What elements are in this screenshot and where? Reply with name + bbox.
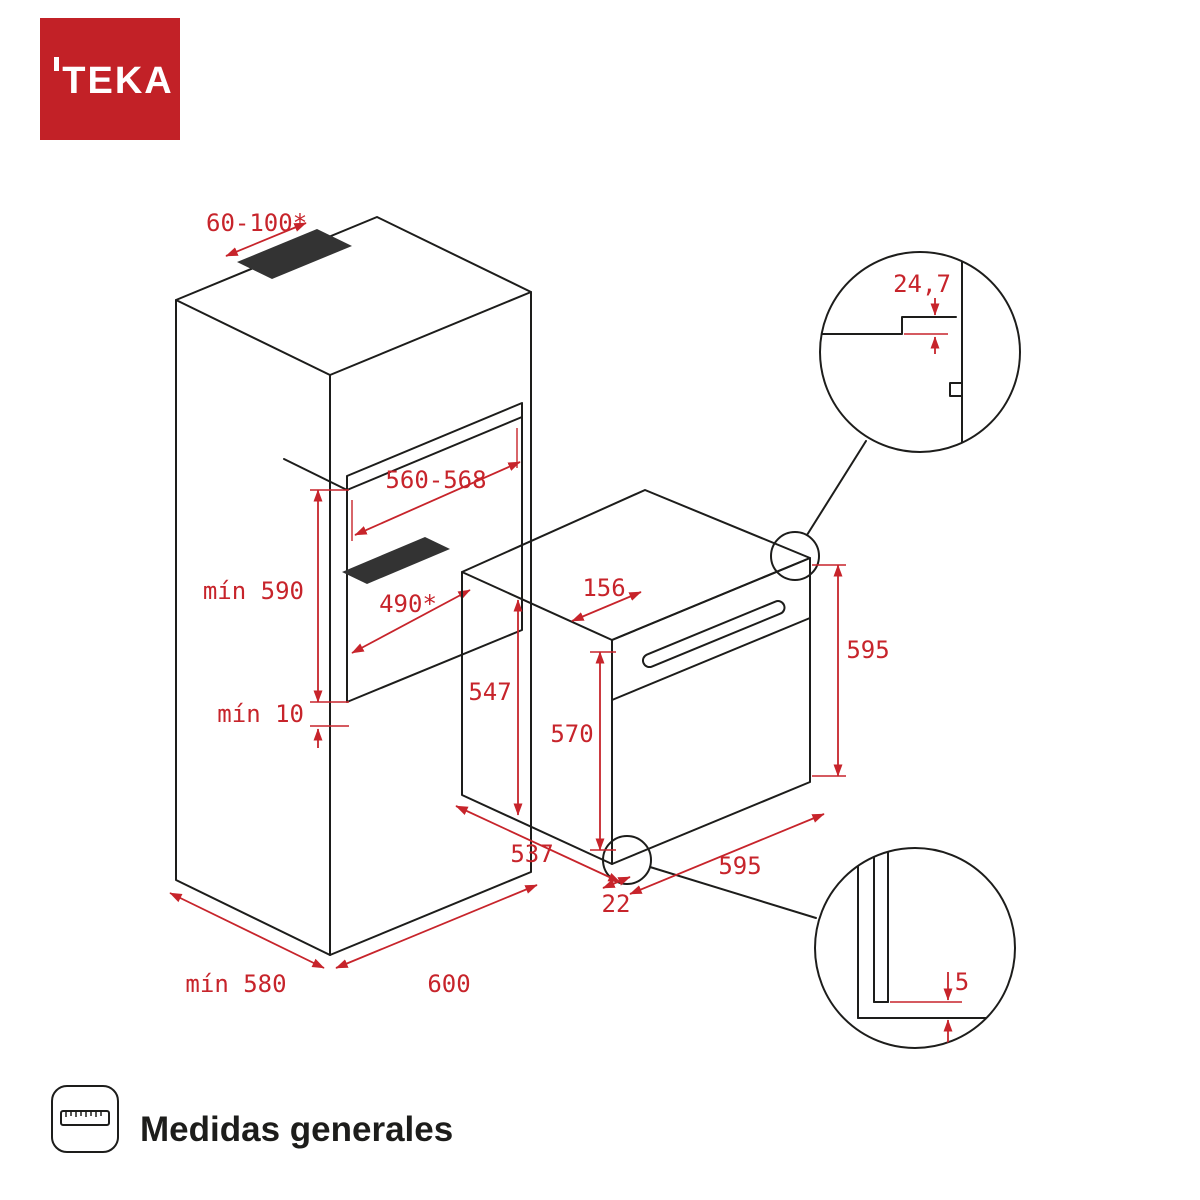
dim-base-width: 600 <box>427 970 470 998</box>
logo-background <box>40 18 180 140</box>
logo-tick <box>54 57 59 71</box>
niche-support <box>342 537 450 584</box>
oven-door-face <box>611 557 811 865</box>
detail-top-content <box>821 252 963 452</box>
cabinet-right-face <box>329 291 532 956</box>
oven-dimensions: 156 547 570 595 537 595 22 <box>455 564 890 918</box>
cabinet-left-face <box>175 299 331 956</box>
cabinet-top-face <box>175 216 532 376</box>
section-caption: Medidas generales <box>140 1110 453 1149</box>
oven-top-face <box>461 489 811 641</box>
dim-body-height: 547 <box>468 678 511 706</box>
detail-view-top: 24,7 <box>819 251 1021 453</box>
detail-bottom-circle <box>814 847 1016 1049</box>
oven-left-face <box>461 571 613 865</box>
callout-connector-top <box>806 440 867 536</box>
dim-bottom-gap: 5 <box>955 968 969 996</box>
dim-top-protrusion: 24,7 <box>893 270 951 298</box>
detail-callout-top-circle <box>770 531 820 581</box>
dim-bottom-clearance: mín 10 <box>217 700 304 728</box>
detail-top-circle <box>819 251 1021 453</box>
dim-front-width: 595 <box>718 852 761 880</box>
detail-view-bottom: 5 <box>814 847 1016 1049</box>
ruler-icon <box>60 1110 110 1126</box>
dim-front-height: 595 <box>846 636 889 664</box>
dim-niche-height: mín 590 <box>203 577 304 605</box>
teka-logo: TEKA <box>40 18 180 140</box>
legend-frame <box>51 1085 119 1153</box>
control-panel-line <box>611 617 811 701</box>
oven-handle <box>641 600 786 669</box>
dim-inner-height: 570 <box>550 720 593 748</box>
detail-bottom-content <box>857 851 1003 1048</box>
dim-front-depth: 156 <box>582 574 625 602</box>
dim-vent-cutout: 60-100* <box>206 209 307 237</box>
dim-door-overhang: 22 <box>602 890 631 918</box>
logo-wordmark: TEKA <box>62 60 173 102</box>
legend: Medidas generales <box>51 1085 453 1153</box>
dim-support-depth: 490* <box>379 590 437 618</box>
dim-niche-width: 560-568 <box>385 466 486 494</box>
cabinet-dimensions: 60-100* 560-568 mín 590 mín 10 490* mín … <box>169 209 538 998</box>
dim-body-depth: 537 <box>510 840 553 868</box>
dim-base-depth: mín 580 <box>185 970 286 998</box>
niche-ceiling-edge <box>283 458 348 491</box>
